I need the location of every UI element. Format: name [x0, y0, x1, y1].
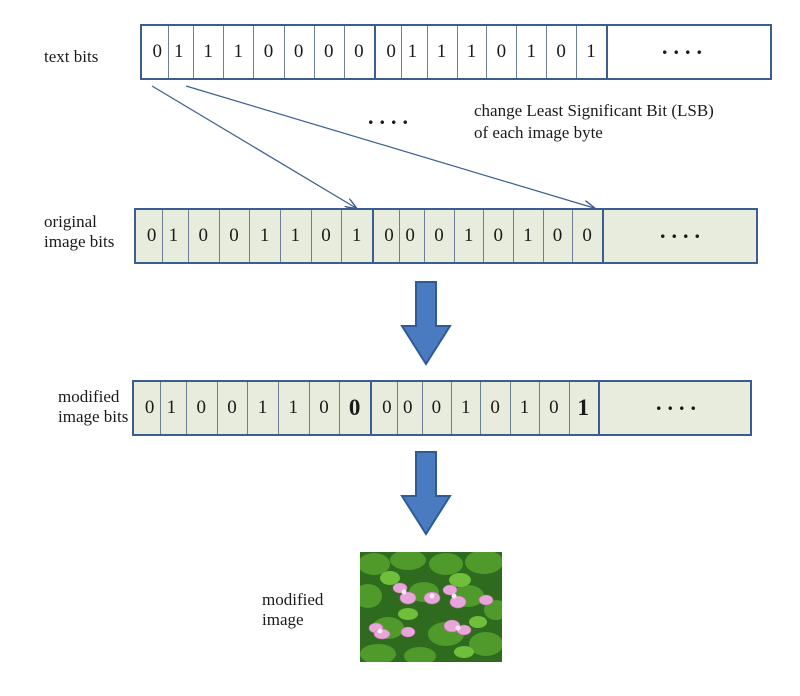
text-byte2-bit-6: 1	[526, 41, 537, 62]
modified-label-line1: modified	[58, 387, 120, 406]
text-byte1-bit-8: 0	[354, 41, 364, 62]
original-byte2-bit-4: 1	[463, 225, 474, 246]
text-byte1-bit-3: 1	[203, 41, 213, 62]
text-byte1-bit-1: 0	[152, 41, 163, 62]
lsb-annotation-line2: of each image byte	[474, 123, 603, 142]
modified-byte1-bit-4: 0	[227, 397, 237, 418]
original-image-bits-label: original image bits	[44, 212, 114, 252]
modified-label-line2: image bits	[58, 407, 129, 426]
text-byte2-bit-3: 1	[436, 41, 447, 62]
original-label-line1: original	[44, 212, 97, 231]
original-byte2-bit-7: 0	[552, 225, 563, 246]
original-byte2-bit-1: 0	[384, 225, 394, 246]
lsb-arrow-2	[185, 85, 594, 208]
modified-byte1-bit-1: 0	[144, 397, 155, 418]
text-byte1-bit-4: 1	[233, 41, 244, 62]
modified-byte1-bit-5: 1	[257, 397, 268, 418]
modified-byte2-bit-6: 1	[519, 397, 530, 418]
modified-byte2-bit-1: 0	[382, 397, 392, 418]
text-byte2-bit-8: 1	[586, 41, 596, 62]
modified-byte1-bit-7: 0	[319, 397, 329, 418]
original-byte2-bit-3: 0	[434, 225, 444, 246]
lsb-annotation: change Least Significant Bit (LSB) of ea…	[474, 100, 714, 144]
text-byte2-bit-2: 1	[407, 41, 418, 62]
original-byte2-bit-8: 0	[582, 225, 592, 246]
text-byte1-bit-5: 0	[263, 41, 274, 62]
modified-byte1-bit-6: 1	[288, 397, 299, 418]
modified-ellipsis: ....	[656, 390, 702, 415]
text-byte2-bit-5: 0	[496, 41, 507, 62]
text-bits-label: text bits	[44, 47, 99, 66]
modified-byte2-bit-7: 0	[549, 397, 559, 418]
original-ellipsis: ....	[660, 218, 706, 243]
text-byte1-bit-7: 0	[324, 41, 334, 62]
text-byte1-bit-2: 1	[173, 41, 184, 62]
modified-image-bits-label: modified image bits	[58, 387, 128, 427]
original-byte1-bit-4: 0	[229, 225, 239, 246]
text-byte1-bit-6: 0	[293, 41, 304, 62]
original-byte1-bit-8: 1	[351, 225, 362, 246]
modified-byte2-bit-5: 0	[490, 397, 500, 418]
original-byte1-bit-2: 1	[168, 225, 179, 246]
lsb-annotation-line1: change Least Significant Bit (LSB)	[474, 101, 714, 120]
text-byte2-bit-1: 0	[386, 41, 396, 62]
modified-image-photo	[360, 552, 502, 662]
modified-byte1-bit-2: 1	[166, 397, 177, 418]
modified-image-label: modified image	[262, 590, 323, 630]
down-arrow-2	[400, 451, 452, 536]
modified-byte1-bit-8: 0	[348, 395, 361, 420]
modified-image-line2: image	[262, 610, 304, 629]
text-ellipsis: ....	[662, 34, 708, 59]
original-label-line2: image bits	[44, 232, 115, 251]
text-byte2-bit-7: 0	[556, 41, 566, 62]
original-byte2-bit-6: 1	[523, 225, 533, 246]
modified-byte1-bit-3: 0	[196, 397, 207, 418]
original-byte1-bit-7: 0	[321, 225, 331, 246]
modified-byte2-bit-3: 0	[431, 397, 442, 418]
original-byte1-bit-6: 1	[290, 225, 301, 246]
original-byte1-bit-1: 0	[146, 225, 157, 246]
original-byte1-bit-5: 1	[259, 225, 270, 246]
original-byte1-bit-3: 0	[198, 225, 209, 246]
modified-byte2-bit-4: 1	[461, 397, 471, 418]
modified-byte2-bit-8: 1	[577, 395, 590, 420]
original-byte2-bit-5: 0	[493, 225, 504, 246]
modified-image-line1: modified	[262, 590, 324, 609]
text-byte2-bit-4: 1	[466, 41, 477, 62]
down-arrow-1	[400, 281, 452, 366]
middle-ellipsis: ....	[368, 104, 414, 129]
modified-byte2-bit-2: 0	[403, 397, 413, 418]
lsb-arrow-1	[151, 85, 356, 208]
original-byte2-bit-2: 0	[405, 225, 415, 246]
